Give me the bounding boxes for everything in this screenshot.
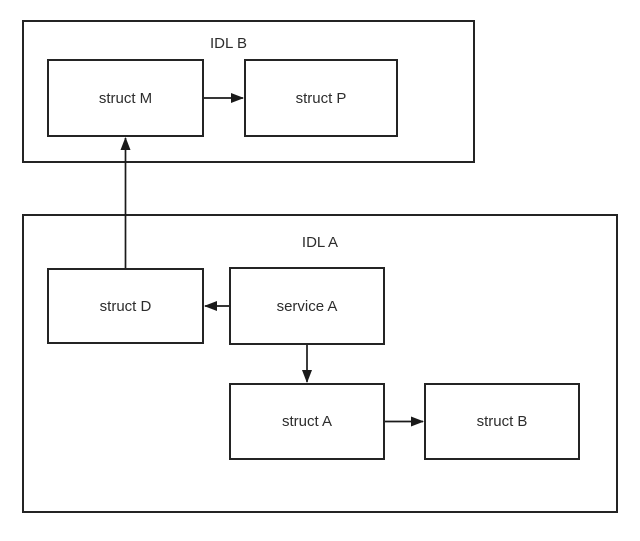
- node-struct-m-label: struct M: [98, 89, 153, 107]
- node-struct-d-label: struct D: [99, 297, 152, 315]
- node-struct-p: struct P: [244, 59, 398, 137]
- node-struct-p-label: struct P: [295, 89, 347, 107]
- node-struct-d: struct D: [47, 268, 204, 344]
- container-idl-a-label: IDL A: [301, 234, 339, 251]
- node-struct-a: struct A: [229, 383, 385, 460]
- node-service-a: service A: [229, 267, 385, 345]
- node-service-a-label: service A: [276, 297, 338, 315]
- node-struct-b-label: struct B: [476, 413, 528, 430]
- container-idl-b-label: IDL B: [210, 35, 247, 52]
- container-idl-a: IDL A: [22, 214, 618, 513]
- node-struct-m: struct M: [47, 59, 204, 137]
- node-struct-a-label: struct A: [281, 413, 333, 430]
- node-struct-b: struct B: [424, 383, 580, 460]
